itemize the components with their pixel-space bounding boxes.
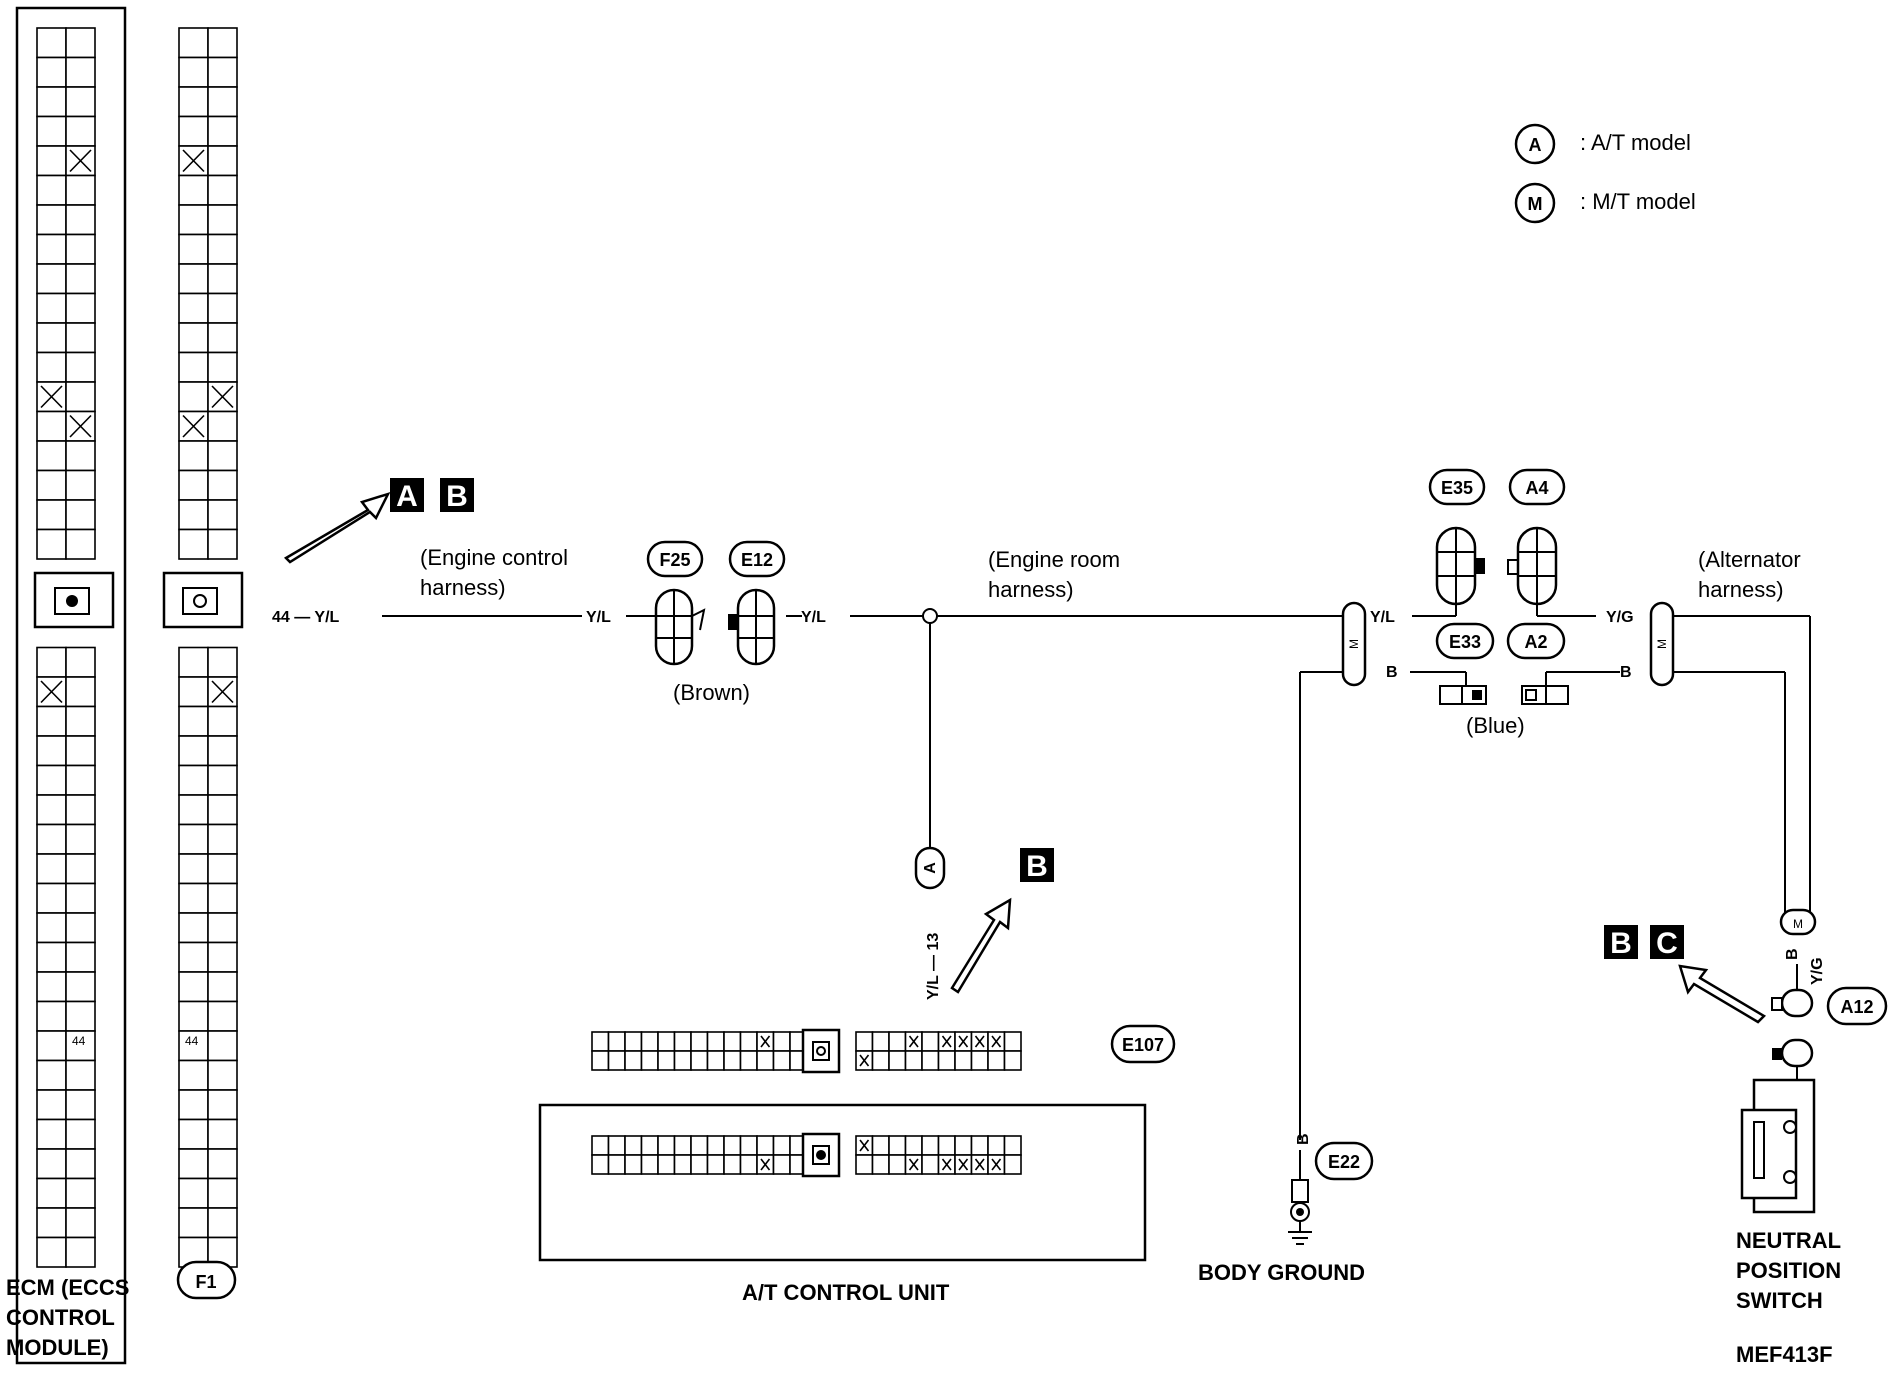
f1-pin-44: 44 bbox=[185, 1034, 199, 1048]
e33-tag: E33 bbox=[1435, 622, 1495, 660]
engine-room-harness-label: (Engine room harness) bbox=[988, 547, 1120, 602]
f1-tag: F1 bbox=[176, 1260, 237, 1300]
alternator-harness-label: (Alternator harness) bbox=[1698, 547, 1801, 602]
legend-item-mt: M : M/T model bbox=[1514, 182, 1696, 224]
svg-text:B: B bbox=[446, 480, 468, 513]
a4-tag: A4 bbox=[1508, 468, 1566, 506]
f1-connector: 44 bbox=[162, 27, 244, 1268]
f25-wire-label: Y/L bbox=[586, 609, 611, 626]
svg-text:MODULE): MODULE) bbox=[6, 1335, 109, 1360]
svg-text:B: B bbox=[1784, 948, 1801, 960]
svg-text:A: A bbox=[1529, 135, 1542, 155]
f25-e12-connector-pair: F25 E12 (Brown) bbox=[646, 540, 786, 705]
ecm-output-label: 44 — Y/L bbox=[272, 609, 340, 626]
neutral-position-switch: M B Y/G A12 NEUTRAL POSITION SWITCH bbox=[1736, 908, 1888, 1313]
legend: A : A/T model M : M/T model bbox=[1514, 123, 1696, 224]
svg-text:CONTROL: CONTROL bbox=[6, 1305, 115, 1330]
brown-label: (Brown) bbox=[673, 680, 750, 705]
e12-wire-label: Y/L bbox=[801, 609, 826, 626]
at-control-unit: A/T CONTROL UNIT bbox=[538, 1103, 1147, 1305]
e107-connector: E107 bbox=[591, 1024, 1176, 1074]
at-branch: A Y/L — 13 bbox=[914, 846, 946, 1000]
svg-text:E33: E33 bbox=[1449, 632, 1481, 652]
ecm-label: ECM (ECCS CONTROL MODULE) bbox=[6, 1275, 129, 1360]
svg-text:E12: E12 bbox=[741, 550, 773, 570]
body-ground-label: BODY GROUND bbox=[1198, 1260, 1365, 1285]
neutral-switch-label: NEUTRAL bbox=[1736, 1228, 1841, 1253]
e12-tag: E12 bbox=[728, 540, 786, 578]
svg-text:B: B bbox=[1026, 850, 1048, 883]
svg-text:: A/T model: : A/T model bbox=[1580, 130, 1691, 155]
svg-text:ECM (ECCS: ECM (ECCS bbox=[6, 1275, 129, 1300]
e107-pin-grid bbox=[591, 1031, 1022, 1071]
at-control-unit-label: A/T CONTROL UNIT bbox=[742, 1280, 950, 1305]
e33-wire-label: B bbox=[1386, 664, 1398, 681]
a4-wire-label: Y/G bbox=[1606, 609, 1634, 626]
right-junction: E35 A4 M Y/L B E33 A2 bbox=[1299, 468, 1811, 1140]
a2-wire-label: B bbox=[1620, 664, 1632, 681]
b-badge: B bbox=[950, 848, 1054, 994]
svg-text:harness): harness) bbox=[420, 575, 506, 600]
blue-label: (Blue) bbox=[1466, 713, 1525, 738]
svg-text:(Alternator: (Alternator bbox=[1698, 547, 1801, 572]
svg-text:(Engine control: (Engine control bbox=[420, 545, 568, 570]
ground-wire-label: B bbox=[1295, 1133, 1312, 1145]
svg-text:Y/G: Y/G bbox=[1809, 957, 1826, 985]
model-m-right: M bbox=[1655, 639, 1669, 649]
f25-tag: F25 bbox=[646, 540, 704, 578]
model-a-marker bbox=[914, 846, 946, 890]
svg-text:E35: E35 bbox=[1441, 478, 1473, 498]
svg-text:E22: E22 bbox=[1328, 1152, 1360, 1172]
svg-text:POSITION: POSITION bbox=[1736, 1258, 1841, 1283]
model-m-switch: M bbox=[1793, 917, 1803, 931]
model-m-left: M bbox=[1347, 639, 1361, 649]
svg-text:E107: E107 bbox=[1122, 1035, 1164, 1055]
svg-text:harness): harness) bbox=[1698, 577, 1784, 602]
svg-text:: M/T model: : M/T model bbox=[1580, 189, 1696, 214]
svg-text:A: A bbox=[922, 862, 939, 874]
e107-tag: E107 bbox=[1110, 1024, 1176, 1064]
svg-text:harness): harness) bbox=[988, 577, 1074, 602]
bc-badge: B C bbox=[1604, 925, 1767, 1024]
svg-text:A12: A12 bbox=[1840, 997, 1873, 1017]
ecm-connector: 44 bbox=[15, 6, 127, 1365]
svg-text:F25: F25 bbox=[659, 550, 690, 570]
e22-tag: E22 bbox=[1314, 1141, 1374, 1181]
f1-pin-grid bbox=[178, 27, 238, 1268]
engine-control-harness-label: (Engine control harness) bbox=[420, 545, 568, 600]
ecm-pin-grid bbox=[36, 27, 96, 1268]
svg-text:A2: A2 bbox=[1524, 632, 1547, 652]
svg-text:SWITCH: SWITCH bbox=[1736, 1288, 1823, 1313]
legend-item-at: A : A/T model bbox=[1514, 123, 1691, 165]
svg-text:F1: F1 bbox=[195, 1272, 216, 1292]
main-wire: 44 — Y/L Y/L Y/L bbox=[272, 608, 1343, 848]
svg-text:M: M bbox=[1528, 194, 1543, 214]
e35-wire-label: Y/L bbox=[1370, 609, 1395, 626]
ecm-pin-44: 44 bbox=[72, 1034, 86, 1048]
a12-tag: A12 bbox=[1826, 986, 1888, 1026]
ab-badge: A B bbox=[283, 478, 474, 564]
svg-text:(Engine room: (Engine room bbox=[988, 547, 1120, 572]
body-ground: B E22 BODY GROUND bbox=[1198, 1133, 1374, 1285]
e35-tag: E35 bbox=[1428, 468, 1486, 506]
a2-tag: A2 bbox=[1506, 622, 1566, 660]
svg-text:A: A bbox=[396, 480, 418, 513]
svg-text:A4: A4 bbox=[1525, 478, 1548, 498]
diagram-code: MEF413F bbox=[1736, 1342, 1833, 1367]
svg-text:C: C bbox=[1656, 927, 1678, 960]
splice-point bbox=[922, 608, 938, 624]
at-branch-wire-label: Y/L — 13 bbox=[925, 933, 942, 1000]
svg-text:B: B bbox=[1610, 927, 1632, 960]
